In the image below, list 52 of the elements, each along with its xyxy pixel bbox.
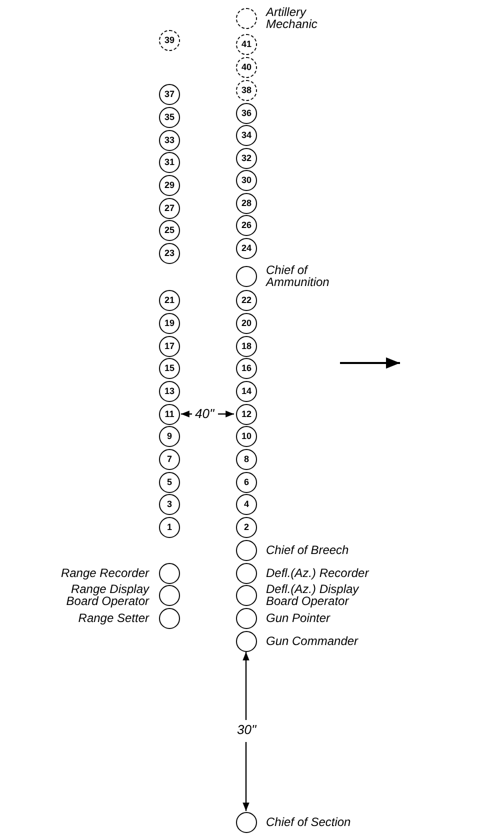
position-number: 24 <box>241 244 252 253</box>
role-label: Chief of Section <box>266 816 352 828</box>
position-number: 40 <box>241 63 252 72</box>
position-number: 7 <box>166 455 172 464</box>
role-label: Artillery Mechanic <box>266 6 318 30</box>
position-number: 10 <box>241 432 252 441</box>
position-number: 15 <box>164 364 174 373</box>
position-number: 19 <box>164 319 174 328</box>
position-number: 9 <box>166 432 172 441</box>
position-number: 5 <box>166 478 172 487</box>
position-number: 28 <box>241 199 252 208</box>
position-number: 16 <box>241 364 252 373</box>
position-number: 41 <box>241 40 252 49</box>
position-number: 38 <box>241 86 252 95</box>
role-label: Gun Pointer <box>266 612 332 624</box>
position-number: 6 <box>244 478 249 487</box>
position-number: 14 <box>241 387 252 396</box>
position-number: 37 <box>164 90 174 99</box>
position-number: 30 <box>241 176 252 185</box>
position-number: 8 <box>244 455 249 464</box>
position-number: 32 <box>241 154 252 163</box>
position-number: 4 <box>244 500 249 509</box>
position-number: 22 <box>241 296 252 305</box>
role-label: Gun Commander <box>266 635 360 647</box>
position-number: 39 <box>164 36 174 45</box>
position-number: 13 <box>164 387 174 396</box>
position-number: 29 <box>164 181 174 190</box>
role-label: Chief of Ammunition <box>266 264 330 288</box>
role-label: Chief of Breech <box>266 544 350 556</box>
position-number: 31 <box>164 158 174 167</box>
position-number: 35 <box>164 113 174 122</box>
position-number: 18 <box>241 342 252 351</box>
role-label: Range Display Board Operator <box>65 583 149 607</box>
position-number: 34 <box>241 131 252 140</box>
position-number: 20 <box>241 319 252 328</box>
position-number: 25 <box>164 226 174 235</box>
position-number: 12 <box>241 410 252 419</box>
position-number: 27 <box>164 204 174 213</box>
position-number: 26 <box>241 221 252 230</box>
position-number: 2 <box>244 523 249 532</box>
position-number: 21 <box>164 296 174 305</box>
role-label: Defl.(Az.) Recorder <box>266 567 370 579</box>
position-number: 11 <box>164 410 174 419</box>
position-number: 17 <box>164 342 174 351</box>
role-label: Range Recorder <box>60 567 149 579</box>
position-number: 33 <box>164 136 174 145</box>
position-number: 23 <box>164 249 174 258</box>
role-label: Defl.(Az.) Display Board Operator <box>266 583 360 607</box>
role-label: Range Setter <box>77 612 149 624</box>
position-number: 3 <box>166 500 172 509</box>
position-number: 36 <box>241 109 252 118</box>
position-number: 1 <box>166 523 172 532</box>
